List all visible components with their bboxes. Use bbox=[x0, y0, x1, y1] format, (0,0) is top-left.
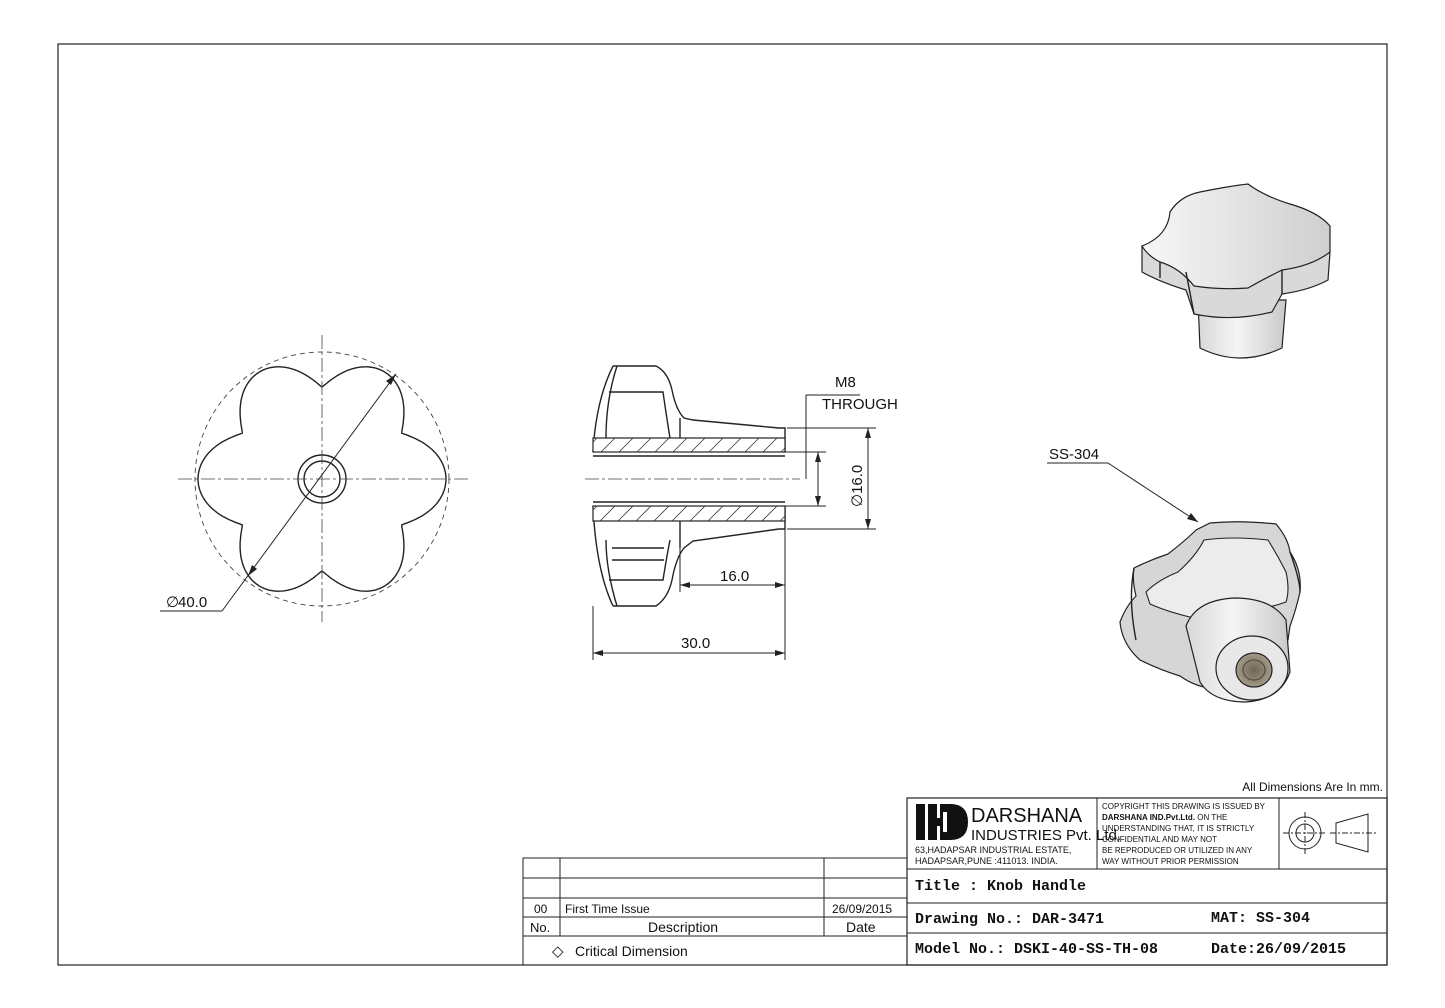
m8-label: M8 bbox=[835, 374, 856, 391]
material-leader bbox=[1107, 462, 1199, 523]
company-address-2: HADAPSAR,PUNE :411013. INDIA. bbox=[915, 856, 1058, 866]
company-subtitle: INDUSTRIES Pvt. Ltd. bbox=[971, 827, 1121, 844]
iso2-lobe-edge-1 bbox=[1130, 567, 1137, 641]
iso2-lobe-edge-2 bbox=[1289, 551, 1301, 593]
hatch-line bbox=[725, 505, 742, 522]
len16-arrow-2 bbox=[775, 582, 785, 588]
iso-view-top bbox=[1141, 183, 1331, 359]
iso2-thread-inner bbox=[1242, 659, 1266, 681]
copyright-4: CONFIDENTIAL AND MAY NOT bbox=[1102, 835, 1217, 844]
dia40-leader bbox=[221, 373, 397, 612]
len16-arrow-1 bbox=[680, 582, 690, 588]
material: MAT: SS-304 bbox=[1211, 910, 1310, 927]
m8-arrow-1 bbox=[815, 452, 821, 462]
head-ridge-bottom bbox=[609, 539, 671, 581]
iso-view-bottom bbox=[1119, 521, 1301, 703]
hatch-line bbox=[743, 505, 760, 522]
company-logo bbox=[916, 804, 968, 840]
dia16-arrow-2 bbox=[865, 519, 871, 529]
drawing-date: Date:26/09/2015 bbox=[1211, 941, 1346, 958]
hatch-line bbox=[653, 505, 670, 522]
hatch-line bbox=[600, 437, 616, 453]
head-ridge-bottom2 bbox=[605, 539, 618, 607]
head-ridge-mid bbox=[612, 547, 664, 561]
hatch-line bbox=[726, 437, 742, 453]
hatch-line bbox=[780, 447, 786, 453]
title-text: Title : Knob Handle bbox=[915, 878, 1086, 895]
hatch-line bbox=[708, 437, 724, 453]
company-address-1: 63,HADAPSAR INDUSTRIAL ESTATE, bbox=[915, 845, 1071, 855]
material-leader-arrow bbox=[1187, 513, 1198, 522]
copyright-6: WAY WITHOUT PRIOR PERMISSION bbox=[1102, 857, 1239, 866]
copyright-1: COPYRIGHT THIS DRAWING IS ISSUED BY bbox=[1102, 802, 1266, 811]
hatch-line bbox=[636, 437, 652, 453]
dia40-arrow-2 bbox=[248, 565, 257, 576]
hatch-line bbox=[617, 505, 634, 522]
critical-label: Critical Dimension bbox=[575, 943, 688, 959]
dia40-label: 40.0 bbox=[178, 594, 207, 611]
head-ridge-top bbox=[609, 391, 671, 439]
rev-row-description: First Time Issue bbox=[565, 902, 650, 916]
dia16-arrow-1 bbox=[865, 428, 871, 438]
len30-label: 30.0 bbox=[681, 635, 710, 652]
len16-label: 16.0 bbox=[720, 568, 749, 585]
iso2-thread-hole bbox=[1235, 652, 1273, 688]
section-wall-top bbox=[592, 437, 786, 453]
projection-symbol-icon bbox=[1283, 812, 1378, 854]
hatch-line bbox=[618, 437, 634, 453]
m8-arrow-2 bbox=[815, 496, 821, 506]
side-section-view: M8 THROUGH ∅16.0 16.0 30.0 bbox=[585, 365, 898, 660]
head-ridge-top2 bbox=[605, 365, 618, 439]
material-callout: SS-304 bbox=[1049, 446, 1099, 463]
hatch-line bbox=[779, 515, 786, 522]
rev-row-no: 00 bbox=[534, 902, 548, 916]
rev-row-date: 26/09/2015 bbox=[832, 902, 892, 916]
hatch-line bbox=[689, 505, 706, 522]
hatch-line bbox=[654, 437, 670, 453]
hatch-bottom bbox=[592, 505, 786, 522]
head-outline-bottom bbox=[613, 506, 786, 607]
hatch-line bbox=[744, 437, 760, 453]
len30-arrow-2 bbox=[775, 650, 785, 656]
hatch-line bbox=[635, 505, 652, 522]
hatch-line bbox=[672, 437, 688, 453]
front-view: ∅ 40.0 bbox=[160, 335, 468, 622]
company-name: DARSHANA bbox=[971, 805, 1083, 827]
copyright-2: DARSHANA IND.Pvt.Ltd. ON THE bbox=[1102, 813, 1227, 822]
drawing-no: Drawing No.: DAR-3471 bbox=[915, 911, 1104, 928]
dia40-arrow-1 bbox=[386, 374, 396, 385]
title-block: DARSHANA INDUSTRIES Pvt. Ltd. 63,HADAPSA… bbox=[906, 797, 1388, 966]
head-outline-top bbox=[613, 365, 786, 452]
critical-symbol: ◇ bbox=[552, 943, 564, 960]
revision-table: 00 First Time Issue 26/09/2015 No. Descr… bbox=[522, 857, 908, 966]
len30-arrow-1 bbox=[593, 650, 603, 656]
hatch-top bbox=[592, 437, 786, 453]
hatch-line bbox=[761, 505, 778, 522]
copyright-5: BE REPRODUCED OR UTILIZED IN ANY bbox=[1102, 846, 1253, 855]
hatch-line bbox=[707, 505, 724, 522]
units-note: All Dimensions Are In mm. bbox=[1242, 780, 1383, 794]
iso1-star-top bbox=[1141, 183, 1331, 290]
hatch-line bbox=[592, 437, 598, 443]
hatch-line bbox=[690, 437, 706, 453]
model-no: Model No.: DSKI-40-SS-TH-08 bbox=[915, 941, 1158, 958]
rev-header-date: Date bbox=[846, 919, 876, 935]
copyright-3: UNDERSTANDING THAT, IT IS STRICTLY bbox=[1102, 824, 1255, 833]
hatch-line bbox=[592, 505, 598, 511]
hatch-line bbox=[762, 437, 778, 453]
rev-header-no: No. bbox=[530, 920, 550, 935]
rev-header-description: Description bbox=[648, 919, 718, 935]
iso1-lobe-edge-1 bbox=[1185, 271, 1195, 315]
hatch-line bbox=[671, 505, 688, 522]
dia40-symbol: ∅ bbox=[166, 594, 179, 611]
dia16-label: ∅16.0 bbox=[849, 465, 866, 507]
hatch-line bbox=[599, 505, 616, 522]
head-left-face bbox=[592, 365, 614, 607]
through-label: THROUGH bbox=[822, 396, 898, 413]
